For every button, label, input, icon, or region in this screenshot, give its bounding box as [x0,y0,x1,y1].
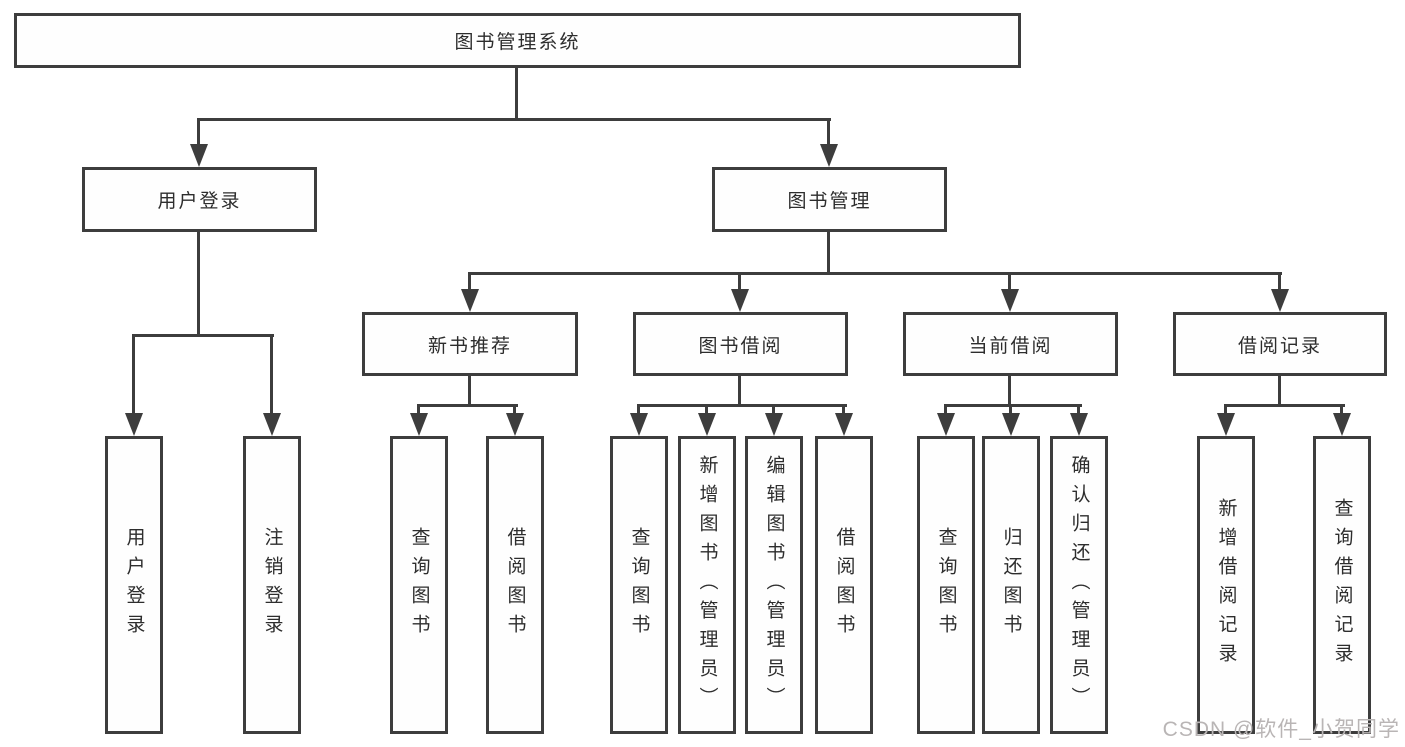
arrow-down-icon [731,289,749,312]
connector-root-stem [515,68,518,121]
arrow-down-icon [937,413,955,436]
connector-stem-leaf [417,404,420,416]
node-borrowing-records: 借阅记录 [1173,312,1387,376]
leaf-edit-book-admin: 编辑图书（管理员） [745,436,803,734]
connector-stem-leaf [944,404,947,416]
arrow-down-icon [1333,413,1351,436]
csdn-watermark: CSDN @软件_小贺同学 [1162,718,1400,741]
connector-stem [1008,376,1011,407]
connector-split-current-borrow [944,404,1082,407]
node-label: 借阅图书 [504,527,526,643]
leaf-query-books-recommend: 查询图书 [390,436,448,734]
node-label: 借阅图书 [833,527,855,643]
node-label: 查询图书 [935,527,957,643]
leaf-return-books: 归还图书 [982,436,1040,734]
node-label: 查询图书 [628,527,650,643]
node-label: 借阅记录 [1237,335,1322,357]
arrow-down-icon [125,413,143,436]
arrow-down-icon [765,413,783,436]
arrow-down-icon [410,413,428,436]
leaf-confirm-return-admin: 确认归还（管理员） [1050,436,1108,734]
connector-stem [468,376,471,407]
arrow-down-icon [506,413,524,436]
connector-stem-leaf [772,404,775,416]
leaf-add-borrow-record: 新增借阅记录 [1197,436,1255,734]
arrow-down-icon [835,413,853,436]
leaf-borrow-books-recommend: 借阅图书 [486,436,544,734]
arrow-down-icon [263,413,281,436]
node-label: 新书推荐 [427,335,512,357]
connector-split-borrow-records [1224,404,1345,407]
node-book-management: 图书管理 [712,167,947,232]
node-label: 新增图书（管理员） [696,454,718,716]
node-book-borrowing: 图书借阅 [633,312,848,376]
node-label: 当前借阅 [968,335,1053,357]
connector-stem-leaf [270,334,273,416]
connector-stem [1278,376,1281,407]
connector-book-management-stem [827,232,830,275]
connector-stem-leaf [842,404,845,416]
leaf-borrow-books-borrowing: 借阅图书 [815,436,873,734]
connector-stem [738,376,741,407]
node-label: 图书管理系统 [454,32,581,53]
arrow-down-icon [1271,289,1289,312]
node-label: 用户登录 [123,527,145,643]
arrow-down-icon [1070,413,1088,436]
leaf-query-books-borrowing: 查询图书 [610,436,668,734]
connector-split-new-book [417,404,518,407]
node-label: 图书借阅 [698,335,783,357]
connector-stem-user-login [197,118,200,147]
leaf-logout: 注销登录 [243,436,301,734]
connector-stem-leaf [513,404,516,416]
connector-stem-borrow-records [1278,272,1281,292]
connector-stem-leaf [637,404,640,416]
connector-stem-book-borrow [738,272,741,292]
leaf-query-borrow-record: 查询借阅记录 [1313,436,1371,734]
leaf-add-book-admin: 新增图书（管理员） [678,436,736,734]
connector-stem-leaf [705,404,708,416]
connector-stem-current-borrow [1008,272,1011,292]
connector-stem-leaf [1077,404,1080,416]
connector-user-login-stem [197,232,200,337]
node-label: 新增借阅记录 [1215,498,1237,672]
arrow-down-icon [461,289,479,312]
node-new-book-recommendation: 新书推荐 [362,312,578,376]
arrow-down-icon [1217,413,1235,436]
arrow-down-icon [1001,289,1019,312]
node-label: 图书管理 [787,191,872,212]
arrow-down-icon [698,413,716,436]
node-label: 查询图书 [408,527,430,643]
connector-stem-leaf [1009,404,1012,416]
arrow-down-icon [1002,413,1020,436]
connector-stem-leaf [1224,404,1227,416]
arrow-down-icon [630,413,648,436]
leaf-user-login: 用户登录 [105,436,163,734]
arrow-down-icon [190,144,208,167]
node-label: 归还图书 [1000,527,1022,643]
connector-split-book-borrow [637,404,847,407]
node-label: 注销登录 [261,527,283,643]
node-user-login: 用户登录 [82,167,317,232]
connector-stem-new-book [468,272,471,292]
node-label: 编辑图书（管理员） [763,454,785,716]
connector-split-user-login [132,334,274,337]
connector-stem-leaf [132,334,135,416]
connector-branch-level2 [197,118,831,121]
node-label: 用户登录 [157,191,242,212]
node-library-system: 图书管理系统 [14,13,1021,68]
connector-stem-leaf [1340,404,1343,416]
connector-stem-book-management [827,118,830,147]
node-label: 确认归还（管理员） [1068,454,1090,716]
node-label: 查询借阅记录 [1331,498,1353,672]
node-current-borrowing: 当前借阅 [903,312,1118,376]
leaf-query-books-current: 查询图书 [917,436,975,734]
arrow-down-icon [820,144,838,167]
connector-branch-level3 [468,272,1282,275]
